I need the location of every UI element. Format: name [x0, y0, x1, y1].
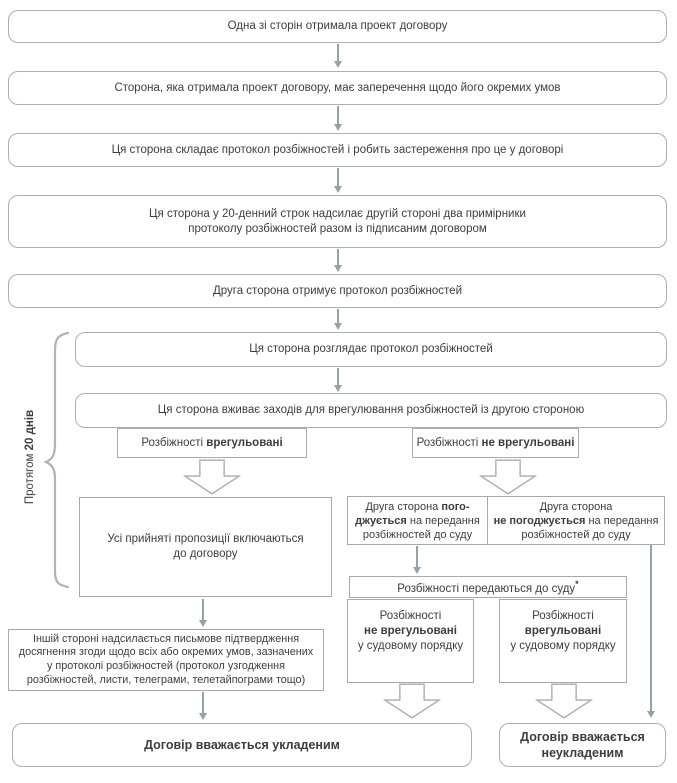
- tag-text: Розбіжності не врегульовані: [416, 436, 575, 449]
- outline-arrow-down-icon: [383, 683, 441, 719]
- box-court-transfer: Розбіжності передаються до суду*: [349, 576, 627, 598]
- step-text: Сторона, яка отримала проект договору, м…: [114, 81, 561, 94]
- tag-unresolved: Розбіжності не врегульовані: [412, 428, 579, 458]
- box-text: Договір вважається укладеним: [144, 738, 340, 752]
- box-agree-court: Друга сторона пого- джується на переданн…: [348, 497, 488, 544]
- step-text: Ця сторона складає протокол розбіжностей…: [111, 143, 564, 156]
- box-text: Іншій стороні надсилається письмове підт…: [18, 632, 314, 686]
- step-7-settlement-measures: Ця сторона вживає заходів для врегулюван…: [75, 393, 667, 428]
- box-text-line2: не врегульовані: [364, 625, 457, 637]
- box-contract-concluded: Договір вважається укладеним: [12, 723, 472, 767]
- arrow-down-icon: [333, 44, 342, 68]
- tag-resolved: Розбіжності врегульовані: [117, 428, 307, 458]
- arrow-down-icon: [333, 249, 342, 272]
- label-within-20-days: Протягом 20 днів: [24, 409, 36, 505]
- box-disagree-court: Друга сторона не погоджується на передан…: [488, 497, 664, 544]
- arrow-down-icon: [198, 692, 207, 720]
- outline-arrow-down-icon: [535, 683, 593, 719]
- box-text-line2: до договору: [173, 548, 238, 560]
- box-court-resolved: Розбіжності врегульовані у судовому поря…: [499, 599, 627, 683]
- step-3-protocol-created: Ця сторона складає протокол розбіжностей…: [8, 133, 667, 167]
- box-written-confirmation: Іншій стороні надсилається письмове підт…: [8, 629, 324, 691]
- box-text-line3: у судовому порядку: [510, 640, 616, 652]
- arrow-down-icon: [333, 168, 342, 193]
- box-text-line2: неукладеним: [541, 746, 624, 760]
- box-contract-not-concluded: Договір вважається неукладеним: [499, 723, 666, 767]
- box-court-decision-pair: Друга сторона пого- джується на переданн…: [347, 496, 665, 545]
- tag-text: Розбіжності врегульовані: [141, 436, 283, 449]
- step-4-sent-copies: Ця сторона у 20-денний строк надсилає др…: [8, 195, 667, 248]
- step-text-line2: протоколу розбіжностей разом із підписан…: [188, 222, 487, 235]
- brace-20-days-icon: [44, 331, 70, 589]
- cell-line1: Друга сторона пого-: [365, 500, 470, 513]
- cell-line2: не погоджується на передання: [493, 514, 659, 527]
- arrow-down-icon: [333, 106, 342, 131]
- step-text: Ця сторона вживає заходів для врегулюван…: [157, 404, 585, 416]
- arrow-down-long-icon: [646, 545, 655, 718]
- step-5-received-protocol: Друга сторона отримує протокол розбіжнос…: [8, 274, 667, 308]
- arrow-down-icon: [333, 368, 342, 392]
- step-6-reviews-protocol: Ця сторона розглядає протокол розбіжност…: [75, 332, 667, 367]
- step-text: Одна зі сторін отримала проект договору: [227, 20, 448, 32]
- step-text: Друга сторона отримує протокол розбіжнос…: [212, 284, 463, 297]
- box-text-line1: Розбіжності: [379, 610, 442, 622]
- box-text: Розбіжності передаються до суду*: [397, 579, 579, 595]
- box-proposals-included: Усі прийняті пропозиції включаються до д…: [79, 497, 332, 597]
- step-text-line1: Ця сторона у 20-денний строк надсилає др…: [149, 207, 526, 220]
- box-text-line3: у судовому порядку: [357, 640, 464, 652]
- cell-line3: розбіжностей до суду: [362, 528, 473, 541]
- box-text-line1: Розбіжності: [532, 610, 594, 622]
- cell-line1: Друга сторона: [539, 500, 613, 513]
- step-2-objections: Сторона, яка отримала проект договору, м…: [8, 71, 667, 105]
- arrow-down-icon: [333, 309, 342, 330]
- cell-line2: джується на передання: [355, 514, 480, 527]
- arrow-down-icon: [412, 546, 421, 574]
- box-text-line1: Договір вважається: [520, 730, 645, 744]
- step-1-received-draft: Одна зі сторін отримала проект договору: [8, 10, 667, 43]
- step-text: Ця сторона розглядає протокол розбіжност…: [249, 343, 493, 355]
- box-text-line2: врегульовані: [524, 625, 602, 637]
- outline-arrow-down-icon: [479, 459, 537, 495]
- box-court-unresolved: Розбіжності не врегульовані у судовому п…: [347, 599, 474, 683]
- arrow-down-icon: [198, 599, 207, 627]
- cell-line3: розбіжностей до суду: [521, 528, 631, 541]
- outline-arrow-down-icon: [183, 459, 241, 495]
- box-text-line1: Усі прийняті пропозиції включаються: [107, 533, 304, 545]
